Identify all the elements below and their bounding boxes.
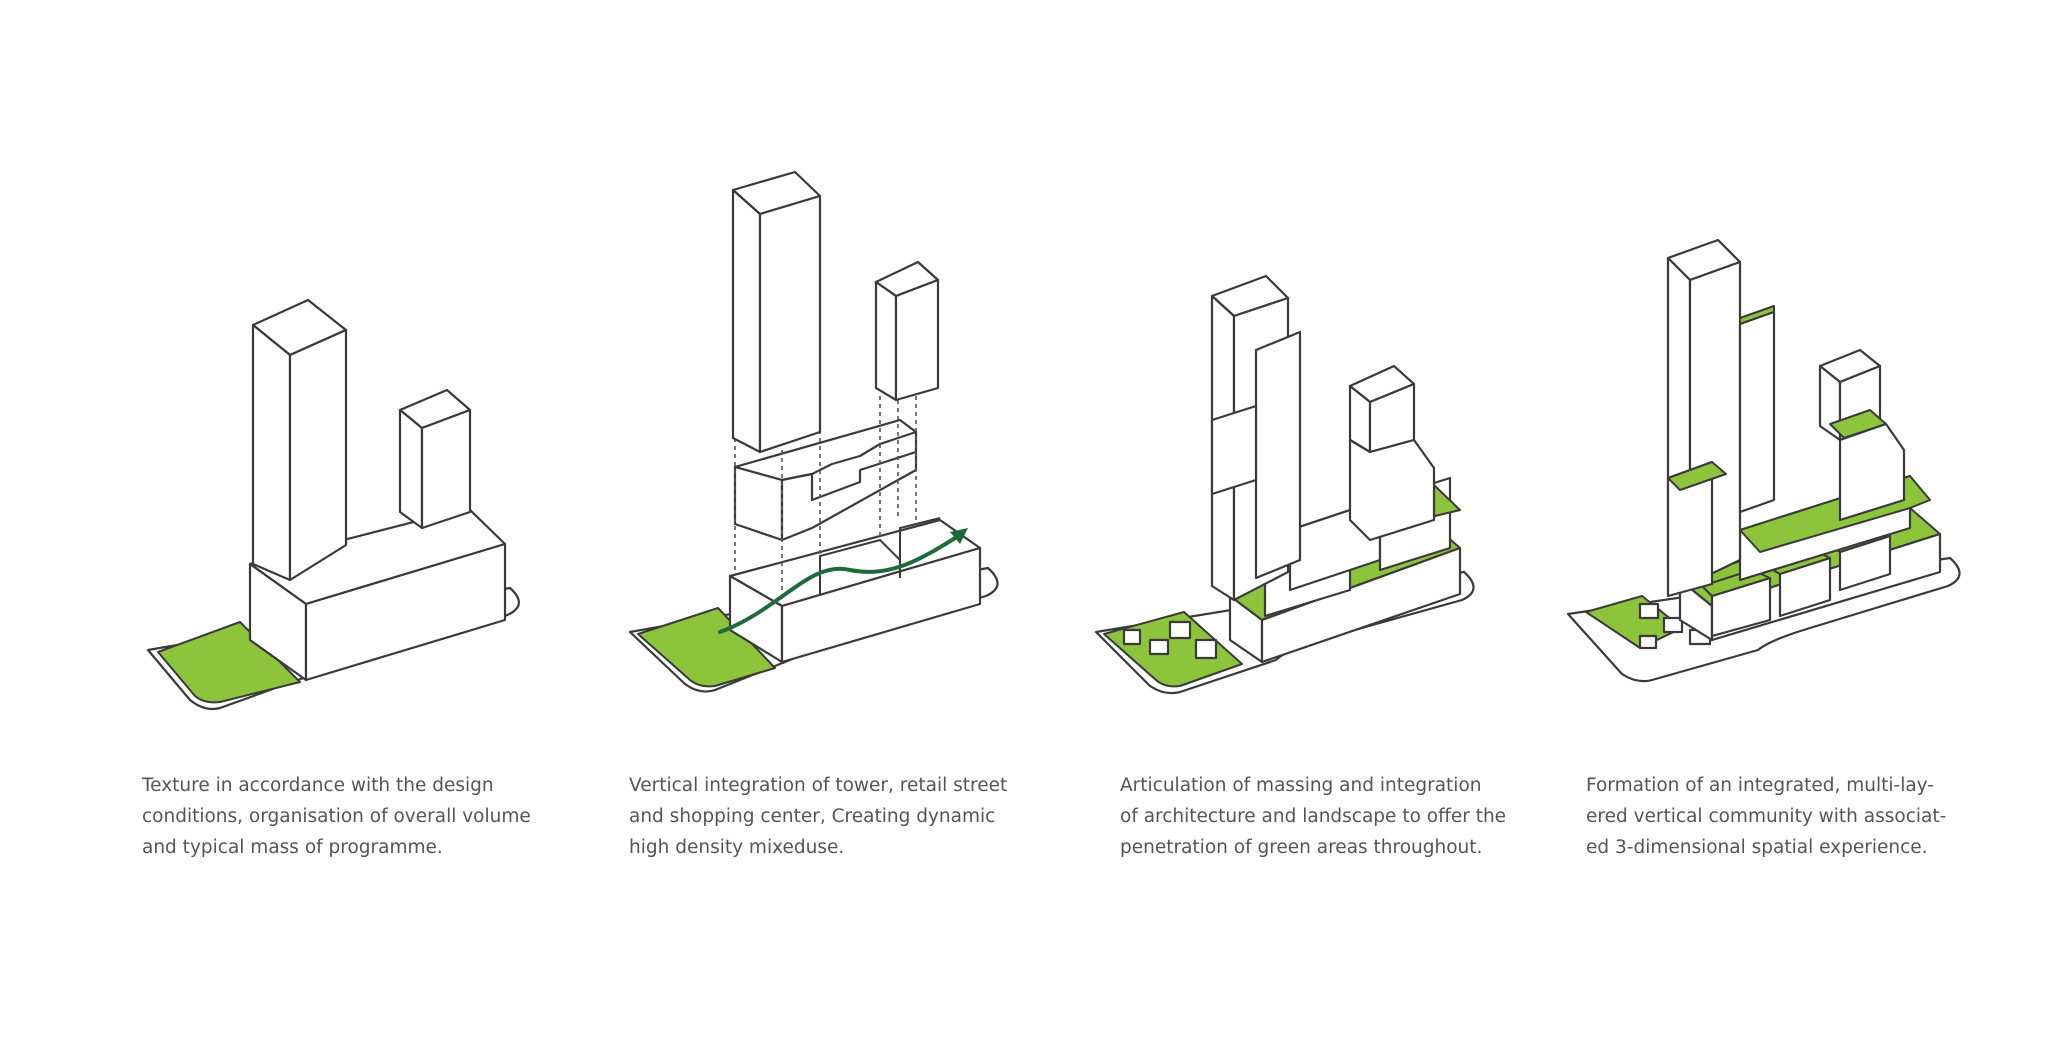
- tower-main-side: [288, 328, 348, 582]
- tower-slab: [1738, 310, 1776, 514]
- base-side: [780, 546, 982, 664]
- massing-diagram-4: [1566, 238, 1961, 683]
- diagram-panel-3: Articulation of massing and integration …: [1010, 0, 1506, 1051]
- caption-line: Texture in accordance with the design: [142, 775, 494, 796]
- pavilion: [1122, 628, 1142, 646]
- pavilion: [1148, 638, 1170, 656]
- caption-4: Formation of an integrated, multi-lay- e…: [1586, 770, 2006, 863]
- tower-wing-green: [1667, 461, 1727, 491]
- tower-main-slab: [1254, 330, 1302, 580]
- caption-1: Texture in accordance with the design co…: [142, 770, 562, 863]
- caption-line: conditions, organisation of overall volu…: [142, 806, 531, 827]
- tower-low-wing: [1210, 404, 1258, 496]
- caption-line: ered vertical community with associat-: [1586, 806, 1947, 827]
- caption-line: high density mixeduse.: [629, 837, 845, 858]
- caption-line: Formation of an integrated, multi-lay-: [1586, 775, 1934, 796]
- tower-main-side: [758, 194, 822, 454]
- tower-small-front: [398, 408, 424, 530]
- tower-small-step: [1838, 422, 1906, 522]
- caption-line: and shopping center, Creating dynamic: [629, 806, 996, 827]
- caption-line: ed 3-dimensional spatial experience.: [1586, 837, 1928, 858]
- arrow-head: [950, 528, 968, 544]
- caption-line: Articulation of massing and integration: [1120, 775, 1482, 796]
- landscape-pavilion: [1638, 634, 1658, 650]
- tower-small-side: [420, 408, 472, 530]
- tower-small-step: [1348, 438, 1436, 542]
- diagram-panel-4: Formation of an integrated, multi-lay- e…: [1490, 0, 2053, 1051]
- landscape-pavilion: [1638, 602, 1660, 620]
- pavilion: [1168, 620, 1192, 640]
- pavilion: [1194, 638, 1218, 660]
- massing-diagram-1: [146, 298, 520, 711]
- tower-main-front: [251, 323, 292, 582]
- retail-street-front: [733, 465, 784, 542]
- caption-line: Vertical integration of tower, retail st…: [629, 775, 1008, 796]
- tower-small-side: [894, 278, 940, 402]
- tower-main-front: [731, 188, 762, 454]
- caption-line: penetration of green areas throughout.: [1120, 837, 1483, 858]
- massing-diagram-2: [628, 170, 999, 693]
- green-park: [157, 621, 301, 704]
- podium-side: [1260, 546, 1462, 664]
- diagram-panel-2: Vertical integration of tower, retail st…: [520, 0, 1010, 1051]
- circulation-arrow: [718, 533, 962, 634]
- caption-2: Vertical integration of tower, retail st…: [629, 770, 1049, 863]
- landscape-pavilion: [1662, 616, 1684, 634]
- podium-side: [304, 542, 507, 682]
- caption-line: of architecture and landscape to offer t…: [1120, 806, 1507, 827]
- massing-diagram-3: [1094, 274, 1475, 695]
- diagram-panel-1: Texture in accordance with the design co…: [0, 0, 531, 1051]
- caption-line: and typical mass of programme.: [142, 837, 443, 858]
- tower-small-front: [874, 280, 898, 402]
- green-park: [637, 607, 776, 688]
- step-lines: [899, 517, 941, 560]
- caption-3: Articulation of massing and integration …: [1120, 770, 1540, 863]
